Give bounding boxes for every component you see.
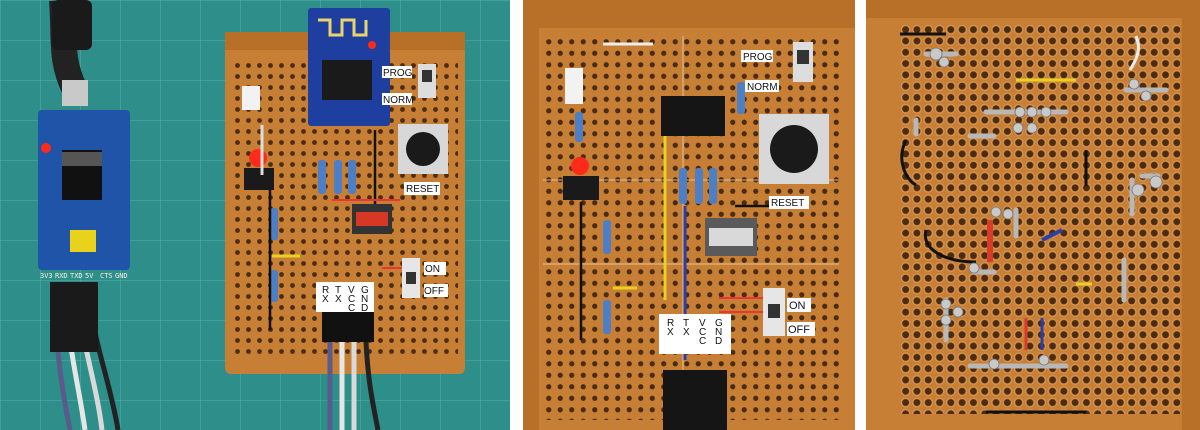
header-pin-label-1-1: X — [683, 327, 690, 338]
adapter-pin-label: RXD — [55, 272, 68, 280]
board-bottom-illustration — [866, 0, 1200, 430]
usb-serial-adapter — [38, 110, 130, 270]
header-pin-label-3-1: N — [361, 294, 368, 305]
perfboard-front — [225, 8, 465, 374]
norm-label: NORM — [747, 82, 778, 93]
header-pin-label-2-1: C — [699, 327, 706, 338]
header-pin-label-0-0: R — [667, 318, 674, 329]
header-pin-label-0-0: R — [322, 285, 329, 296]
header-pin-label-0-1: X — [667, 327, 674, 338]
header-pin-label-3-2: D — [361, 303, 368, 314]
esp-socket — [661, 96, 725, 136]
header-pin-label-2-0: V — [699, 318, 706, 329]
reset-label: RESET — [771, 198, 804, 209]
adapter-pin-label: TXD — [70, 272, 83, 280]
adapter-pin-label: CTS — [100, 272, 113, 280]
header-pin-label-1-1: X — [335, 294, 342, 305]
prog-label: PROG — [383, 68, 413, 79]
led-icon — [571, 157, 589, 175]
prog-label: PROG — [743, 52, 773, 63]
on-label: ON — [789, 300, 806, 312]
reset-label: RESET — [406, 184, 439, 195]
photo-board-bottom — [866, 0, 1200, 430]
header-pin-label-3-1: N — [715, 327, 722, 338]
on-label: ON — [425, 264, 440, 275]
header-pin-label-2-2: C — [348, 303, 355, 314]
adapter-pin-label: 5V — [85, 272, 94, 280]
header-pin-label-2-2: C — [699, 336, 706, 347]
solder-traces — [913, 51, 1169, 369]
header-pin-label-1-0: T — [683, 318, 689, 329]
adapter-pin-label: 3V3 — [40, 272, 53, 280]
header-pin-label-3-0: G — [361, 285, 369, 296]
norm-label: NORM — [383, 95, 414, 106]
header-pin-label-2-1: C — [348, 294, 355, 305]
off-label: OFF — [424, 286, 444, 297]
header-pin-label-3-2: D — [715, 336, 722, 347]
header-pin-label-2-0: V — [348, 285, 355, 296]
led-icon — [249, 149, 267, 167]
off-label: OFF — [788, 324, 810, 336]
header-pin-label-3-0: G — [715, 318, 723, 329]
usb-plug-icon — [52, 0, 92, 50]
header-pin-label-0-1: X — [322, 294, 329, 305]
header-pin-label-1-0: T — [335, 285, 341, 296]
adapter-pin-label: GND — [115, 272, 128, 280]
